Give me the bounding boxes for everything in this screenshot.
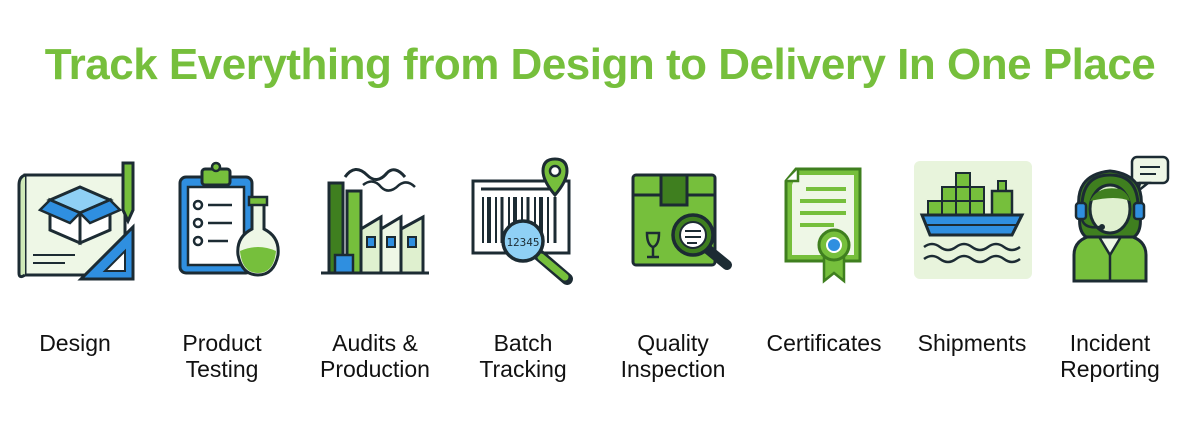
label-line: Inspection	[620, 356, 726, 382]
step-label: Product Testing	[142, 330, 302, 382]
step-certificates: Certificates	[754, 155, 894, 395]
step-design: Design	[5, 155, 145, 395]
barcode-number: 12345	[506, 236, 539, 249]
label-line: Reporting	[1060, 356, 1160, 382]
step-product-testing: Product Testing	[152, 155, 292, 395]
design-blueprint-icon	[17, 161, 135, 281]
step-label: Audits & Production	[295, 330, 455, 382]
step-label: Quality Inspection	[593, 330, 753, 382]
step-label: Batch Tracking	[443, 330, 603, 382]
step-audits-production: Audits & Production	[305, 155, 445, 395]
label-line: Product	[182, 330, 262, 356]
barcode-location-icon: 12345	[471, 157, 573, 285]
step-incident-reporting: Incident Reporting	[1040, 155, 1180, 395]
clipboard-flask-icon	[178, 161, 280, 277]
step-label: Shipments	[892, 330, 1052, 356]
label-line: Audits &	[332, 330, 418, 356]
label-line: Incident	[1069, 330, 1151, 356]
box-magnifier-icon	[631, 173, 732, 270]
step-label: Certificates	[744, 330, 904, 356]
label-line: Testing	[185, 356, 259, 382]
step-label: Design	[0, 330, 155, 356]
step-batch-tracking: 12345 Batch Tracking	[453, 155, 593, 395]
factory-icon	[321, 168, 429, 275]
cargo-ship-icon	[914, 161, 1032, 279]
page-title: Track Everything from Design to Delivery…	[44, 40, 1156, 89]
step-label: Incident Reporting	[1030, 330, 1190, 382]
step-quality-inspection: Quality Inspection	[603, 155, 743, 395]
label-line: Certificates	[766, 330, 882, 356]
label-line: Batch	[493, 330, 553, 356]
certificate-icon	[784, 167, 862, 284]
label-line: Tracking	[479, 356, 567, 382]
label-line: Shipments	[917, 330, 1027, 356]
label-line: Production	[320, 356, 430, 382]
label-line: Design	[39, 330, 111, 356]
step-shipments: Shipments	[902, 155, 1042, 395]
support-agent-icon	[1072, 155, 1170, 283]
label-line: Quality	[637, 330, 709, 356]
